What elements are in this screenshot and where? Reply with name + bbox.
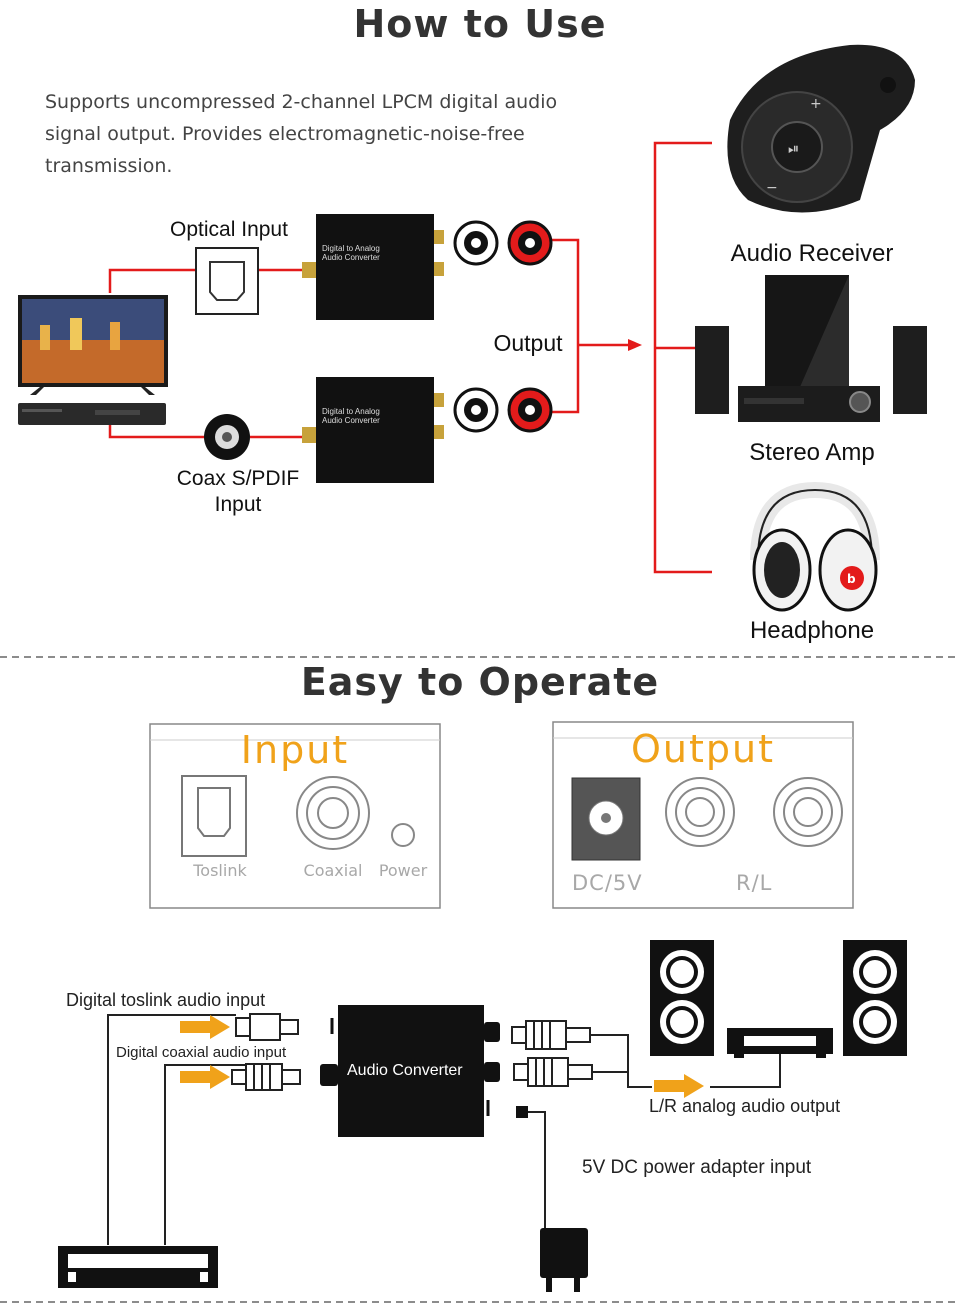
audio-converter-box-icon: [320, 1005, 500, 1137]
audio-receiver-icon: ⏯ + −: [727, 44, 915, 213]
output-label: Output: [493, 330, 563, 356]
svg-text:⏯: ⏯: [788, 141, 799, 157]
output-label-dc5v: DC/5V: [572, 871, 643, 895]
svg-text:b: b: [847, 572, 856, 586]
rca-red-top-icon: [507, 220, 553, 266]
source-device-icon: [58, 1246, 218, 1288]
orange-arrow-toslink-icon: [180, 1015, 230, 1039]
converter-top-text-1: Digital to Analog: [322, 244, 380, 253]
converter-top-text-2: Audio Converter: [322, 253, 380, 262]
orange-arrow-coaxial-icon: [180, 1065, 230, 1089]
converter-box-bottom: [302, 377, 444, 483]
audio-converter-label: Audio Converter: [347, 1062, 463, 1079]
port-label-coaxial: Coaxial: [303, 861, 363, 880]
rca-white-bottom-icon: [453, 387, 499, 433]
speaker-right-icon: [843, 940, 907, 1056]
coaxial-input-label: Digital coaxial audio input: [116, 1044, 287, 1061]
speaker-left-icon: [650, 940, 714, 1056]
optical-input-label: Optical Input: [170, 218, 288, 241]
power-plug-icon: [516, 1106, 588, 1292]
dvd-player-icon: [18, 403, 166, 425]
optical-port-icon: [195, 247, 259, 315]
port-label-power: Power: [378, 861, 428, 880]
converter-bottom-text-2: Audio Converter: [322, 416, 380, 425]
converter-box-top: [302, 214, 444, 320]
orange-arrow-output-icon: [654, 1074, 704, 1098]
coax-input-label-line1: Coax S/PDIF: [176, 467, 300, 490]
toslink-input-label: Digital toslink audio input: [66, 990, 266, 1010]
output-panel-graphic: [552, 721, 854, 909]
rca-plug-l-icon: [511, 1020, 591, 1050]
input-panel-graphic: [149, 723, 441, 909]
rca-plug-r-icon: [513, 1057, 593, 1087]
stereo-amp-icon: [695, 275, 927, 422]
output-label-rl: R/L: [736, 871, 773, 895]
device-label-audio-receiver: Audio Receiver: [730, 240, 894, 267]
output-panel-title: Output: [631, 727, 775, 771]
rca-white-top-icon: [453, 220, 499, 266]
device-label-stereo-amp: Stereo Amp: [749, 439, 875, 466]
description-text: Supports uncompressed 2-channel LPCM dig…: [45, 91, 558, 177]
device-label-headphone: Headphone: [749, 617, 875, 644]
power-adapter-label: 5V DC power adapter input: [582, 1157, 812, 1178]
port-label-toslink: Toslink: [193, 861, 247, 880]
arrow-right-icon: [628, 339, 642, 351]
svg-text:+: +: [810, 96, 822, 112]
toslink-plug-icon: [235, 1013, 299, 1041]
section-title-how-to-use: How to Use: [353, 2, 607, 46]
converter-bottom-text-1: Digital to Analog: [322, 407, 380, 416]
coax-port-icon: [204, 414, 250, 460]
section-title-easy-to-operate: Easy to Operate: [300, 660, 660, 704]
rca-red-bottom-icon: [507, 387, 553, 433]
tv-icon: [18, 295, 168, 395]
headphone-icon: b: [750, 481, 880, 612]
svg-text:−: −: [766, 180, 778, 196]
coax-input-label-line2: Input: [214, 493, 262, 516]
wiring-lines: [107, 1014, 781, 1245]
analog-output-label: L/R analog audio output: [649, 1096, 841, 1116]
coaxial-plug-icon: [231, 1063, 301, 1091]
input-panel-title: Input: [240, 728, 350, 772]
amplifier-icon: [727, 1028, 833, 1058]
